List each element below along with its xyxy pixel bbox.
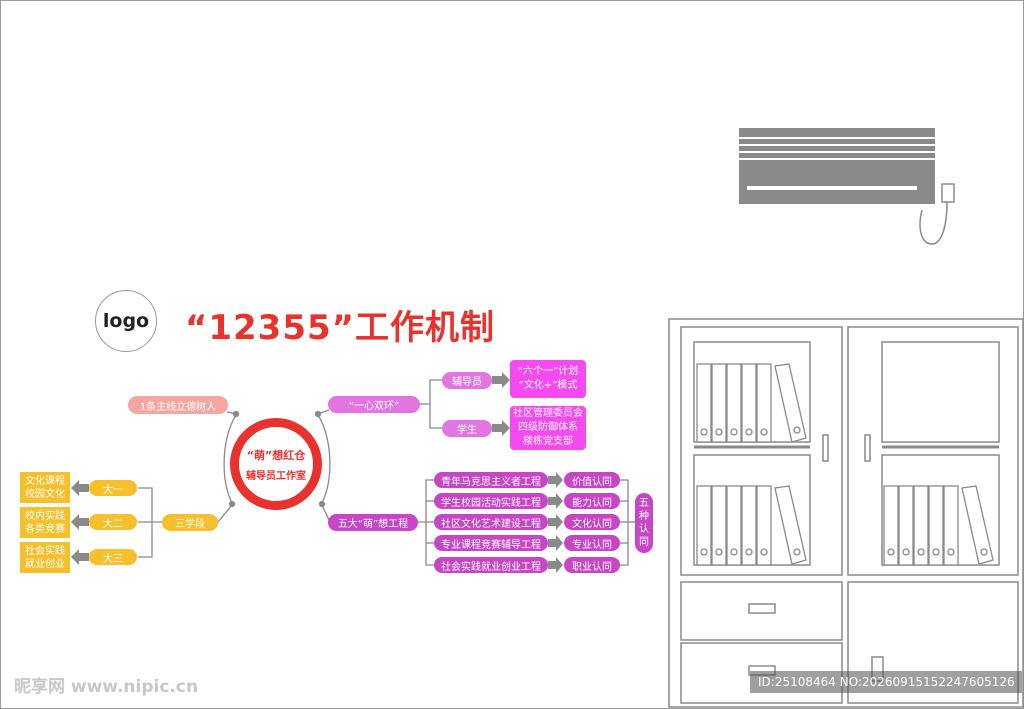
counselor-box-line: “六个一”计划: [517, 366, 579, 377]
five-identities-char: 同: [639, 537, 649, 548]
five-identities-char: 五: [639, 498, 649, 509]
student-box: 社区管理委员会 四级防御体系 楼栋党支部: [510, 406, 586, 450]
student-box-line: 社区管理委员会: [513, 408, 583, 419]
project-node: 专业课程竞赛辅导工程: [434, 535, 548, 551]
center-subtitle: 辅导员工作室: [246, 470, 306, 482]
grade-node: 大一: [89, 480, 137, 496]
student-box-line: 四级防御体系: [518, 422, 578, 433]
counselor-box: “六个一”计划 “文化+”模式: [510, 360, 586, 398]
projects-node: 五大“萌”想工程: [328, 514, 418, 531]
counselor-node: 辅导员: [442, 372, 492, 389]
mainline-node: 1条主线立德树人: [128, 396, 228, 414]
project-node: 学生校园活动实践工程: [434, 493, 548, 509]
center-node: “萌”想红仓 辅导员工作室: [230, 418, 322, 510]
student-box-line: 楼栋党支部: [523, 436, 573, 447]
identity-node: 专业认同: [564, 535, 620, 551]
identity-node: 文化认同: [564, 514, 620, 530]
stage-box: 校内实践 各类竞赛: [20, 507, 70, 538]
stages-node: 三学段: [162, 514, 218, 531]
center-title: “萌”想红仓: [246, 448, 306, 462]
student-node: 学生: [442, 420, 492, 437]
watermark-site: 昵享网 www.nipic.cn: [14, 677, 199, 697]
books-icon: [696, 363, 994, 566]
stage-box-line: 校内实践: [25, 510, 65, 522]
project-node: 社区文化艺术建设工程: [434, 514, 548, 530]
identity-node: 价值认同: [564, 472, 620, 488]
arrow-icons: [71, 372, 563, 573]
stage-box-line: 各类竞赛: [25, 523, 65, 535]
page-title: “12355”工作机制: [185, 308, 495, 348]
grade-node: 大三: [89, 549, 137, 565]
air-conditioner-icon: [739, 128, 955, 245]
logo: logo: [95, 290, 157, 352]
identity-node: 能力认同: [564, 493, 620, 509]
bookcase-icon: [668, 318, 1024, 708]
grade-node: 大二: [89, 514, 137, 530]
stage-box: 文化课程 校园文化: [20, 472, 70, 503]
stage-box-line: 文化课程: [25, 475, 65, 487]
stage-box-line: 社会实践: [25, 545, 65, 557]
project-node: 社会实践就业创业工程: [434, 557, 548, 573]
stage-box-line: 就业创业: [25, 558, 65, 570]
stage-box-line: 校园文化: [25, 488, 65, 500]
stage-box: 社会实践 就业创业: [20, 542, 70, 573]
identity-node: 职业认同: [564, 557, 620, 573]
watermark-id: ID:25108464 NO:20260915152247605126: [750, 671, 1022, 693]
five-identities-node: 五 种 认 同: [635, 493, 653, 553]
five-identities-char: 认: [639, 524, 649, 535]
counselor-box-line: “文化+”模式: [518, 380, 578, 391]
xinhuan-node: “一心双环”: [328, 396, 420, 413]
mindmap-connectors: [138, 379, 635, 566]
project-node: 青年马克思主义者工程: [434, 472, 548, 488]
five-identities-char: 种: [639, 511, 649, 522]
